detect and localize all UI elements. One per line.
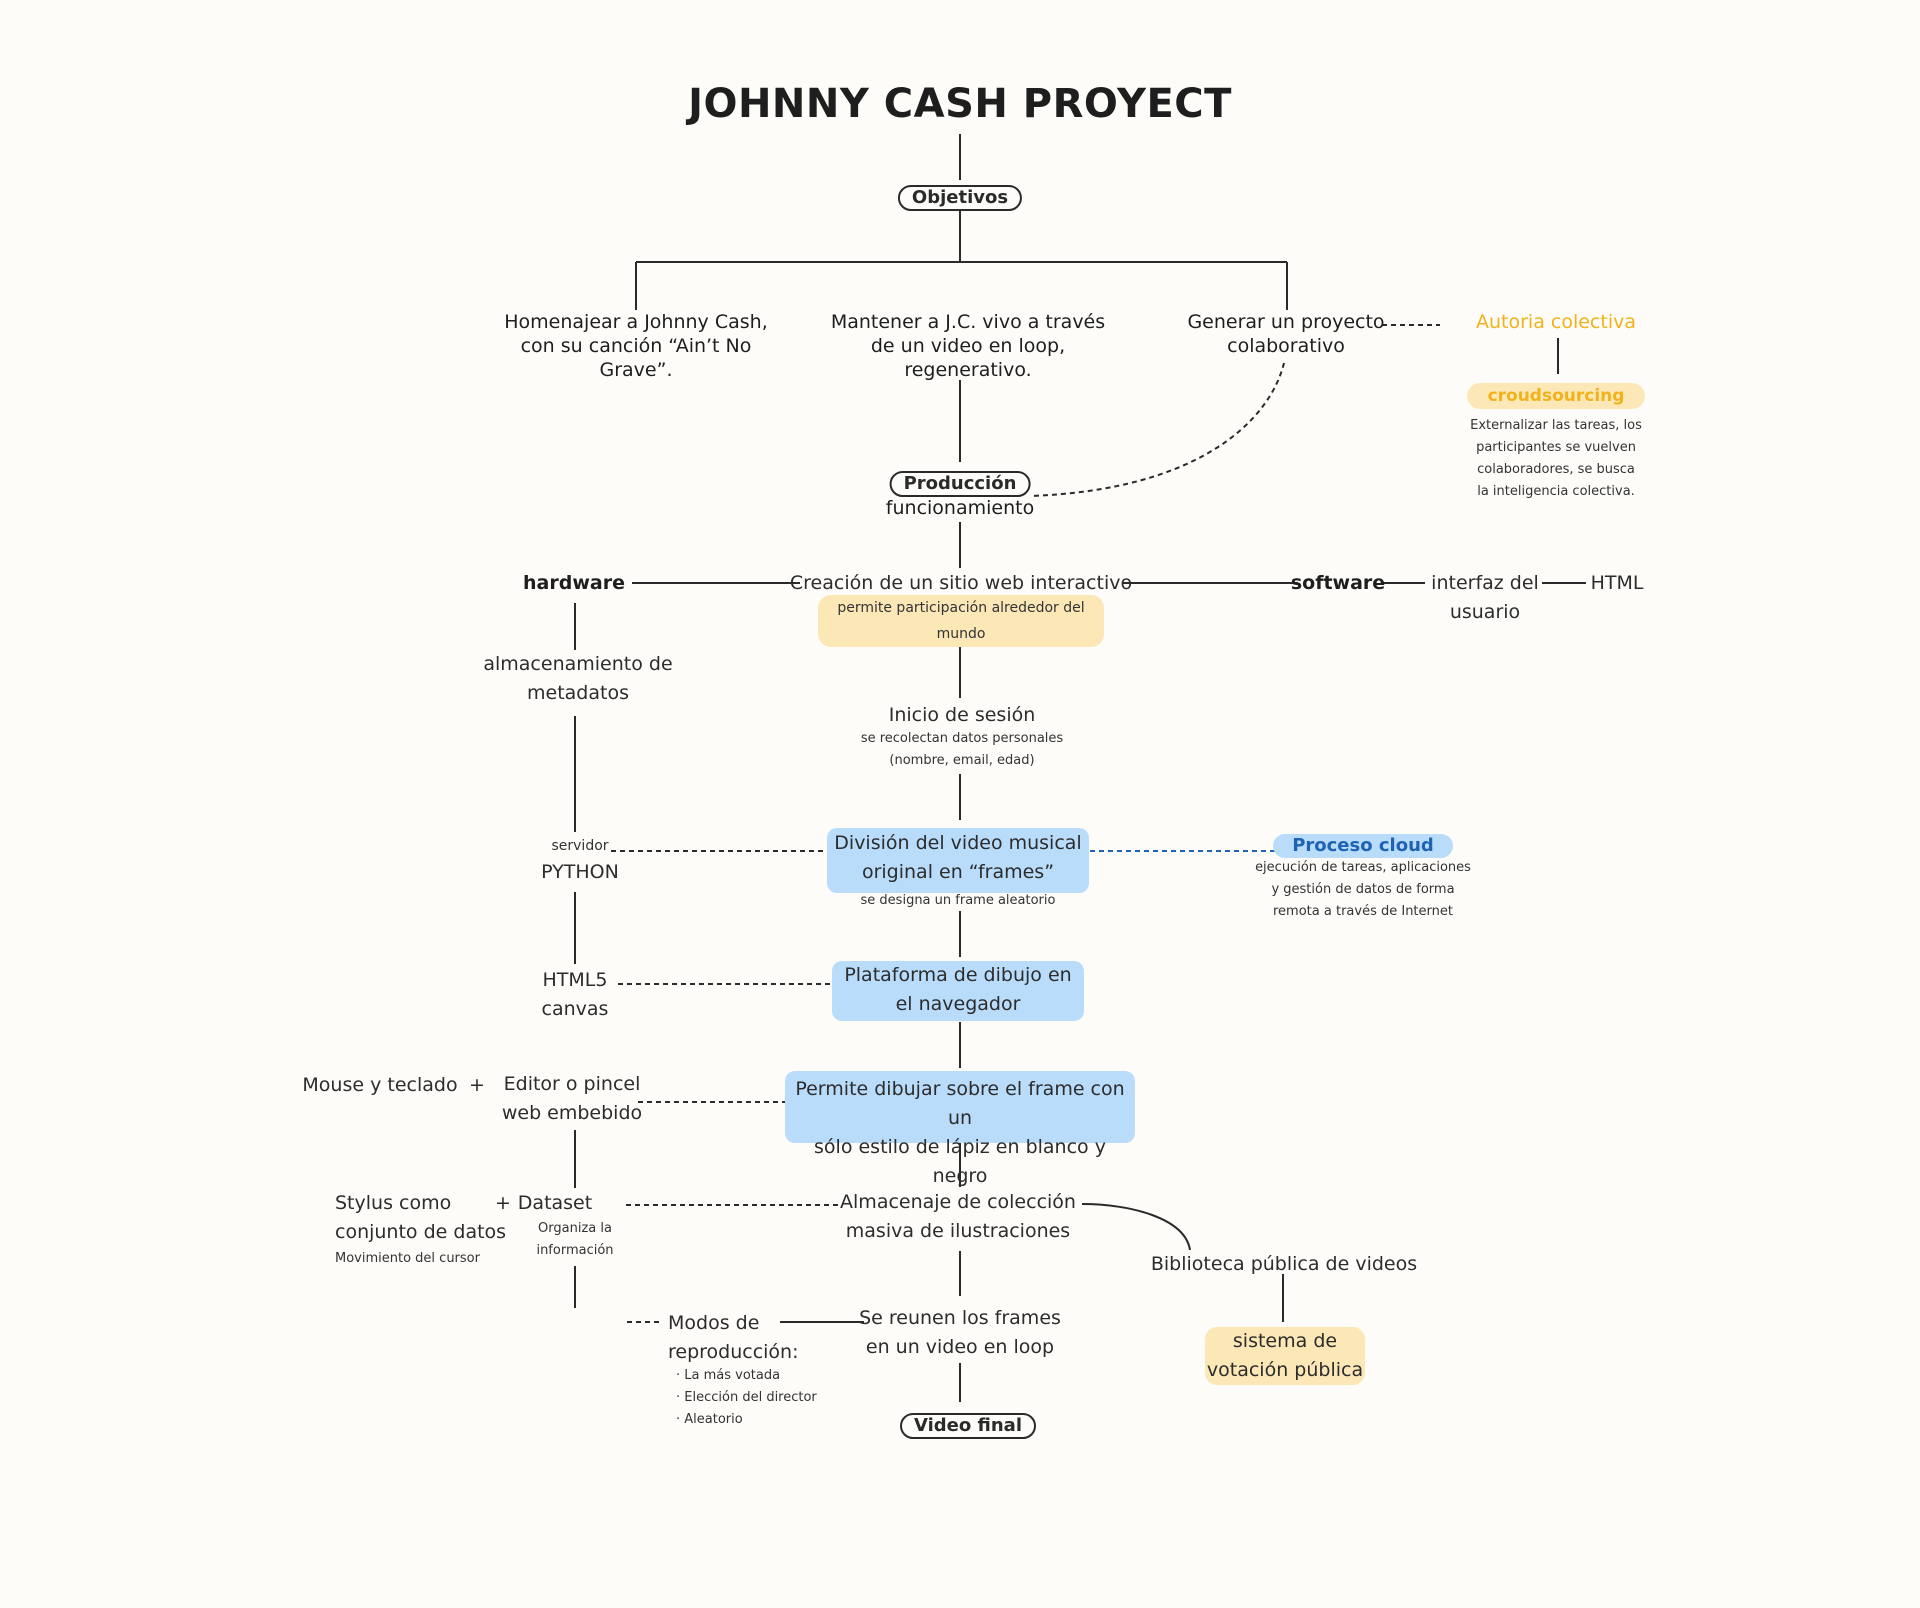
produccion-node: Producción [889,471,1031,497]
modo-item: Aleatorio [676,1409,742,1431]
sitio-web-note: permite participación alrededor del mund… [818,595,1104,647]
votacion-publica-box: sistema de votación pública [1205,1327,1365,1385]
editor-pincel: Editor o pincel web embebido [501,1073,643,1124]
stylus-node: Stylus como conjunto de datos [335,1192,507,1243]
html5-canvas: HTML5 canvas [541,969,609,1020]
modos-reproduccion: Modos de reproducción: [668,1312,799,1363]
proceso-cloud-badge: Proceso cloud [1273,834,1453,858]
croudsourcing-description: Externalizar las tareas, los participant… [1470,418,1642,499]
sitio-web-node: Creación de un sitio web interactivo [789,572,1133,594]
permite-dibujar-box: Permite dibujar sobre el frame con un só… [785,1071,1135,1187]
objetivo-homenajear: Homenajear a Johnny Cash, con su canción… [504,311,768,381]
croudsourcing-badge: croudsourcing [1467,383,1645,409]
almacenamiento-metadatos: almacenamiento de metadatos [483,653,673,704]
interfaz-usuario: interfaz del usuario [1431,572,1539,623]
stylus-description: Movimiento del cursor [335,1251,480,1266]
inicio-sesion-description: se recolectan datos personales (nombre, … [860,731,1064,768]
division-video-box: División del video musical original en “… [827,828,1089,893]
division-description: se designa un frame aleatorio [860,893,1056,908]
autoria-colectiva-label: Autoria colectiva [1476,311,1636,333]
biblioteca-publica: Biblioteca pública de videos [1150,1253,1418,1275]
objetivo-generar: Generar un proyecto colaborativo [1187,311,1385,357]
modo-item: La más votada [676,1365,780,1387]
diagram-title: JOHNNY CASH PROYECT [688,81,1232,127]
dataset-node: Dataset [517,1192,593,1214]
mouse-teclado: Mouse y teclado [302,1074,458,1096]
se-reunen-frames: Se reunen los frames en un video en loop [859,1307,1061,1358]
almacenaje-coleccion: Almacenaje de colección masiva de ilustr… [840,1191,1076,1242]
plus-sign-mouse: + [469,1074,485,1096]
modo-item: Elección del director [676,1387,817,1409]
servidor-label: servidor [551,838,609,854]
objetivo-mantener: Mantener a J.C. vivo a través de un vide… [830,311,1106,381]
plataforma-dibujo-box: Plataforma de dibujo en el navegador [832,961,1084,1021]
html-label: HTML [1590,572,1644,594]
produccion-subtitle: funcionamiento [885,497,1035,519]
video-final-node: Video final [900,1413,1036,1439]
hardware-node: hardware [523,572,625,594]
proceso-cloud-description: ejecución de tareas, aplicaciones y gest… [1255,860,1471,919]
inicio-sesion: Inicio de sesión [888,704,1036,726]
dataset-description: Organiza la información [536,1221,614,1258]
software-node: software [1290,572,1386,594]
python-label: PYTHON [541,861,619,883]
objetivos-node: Objetivos [897,185,1023,211]
plus-sign-stylus: + [495,1192,511,1214]
